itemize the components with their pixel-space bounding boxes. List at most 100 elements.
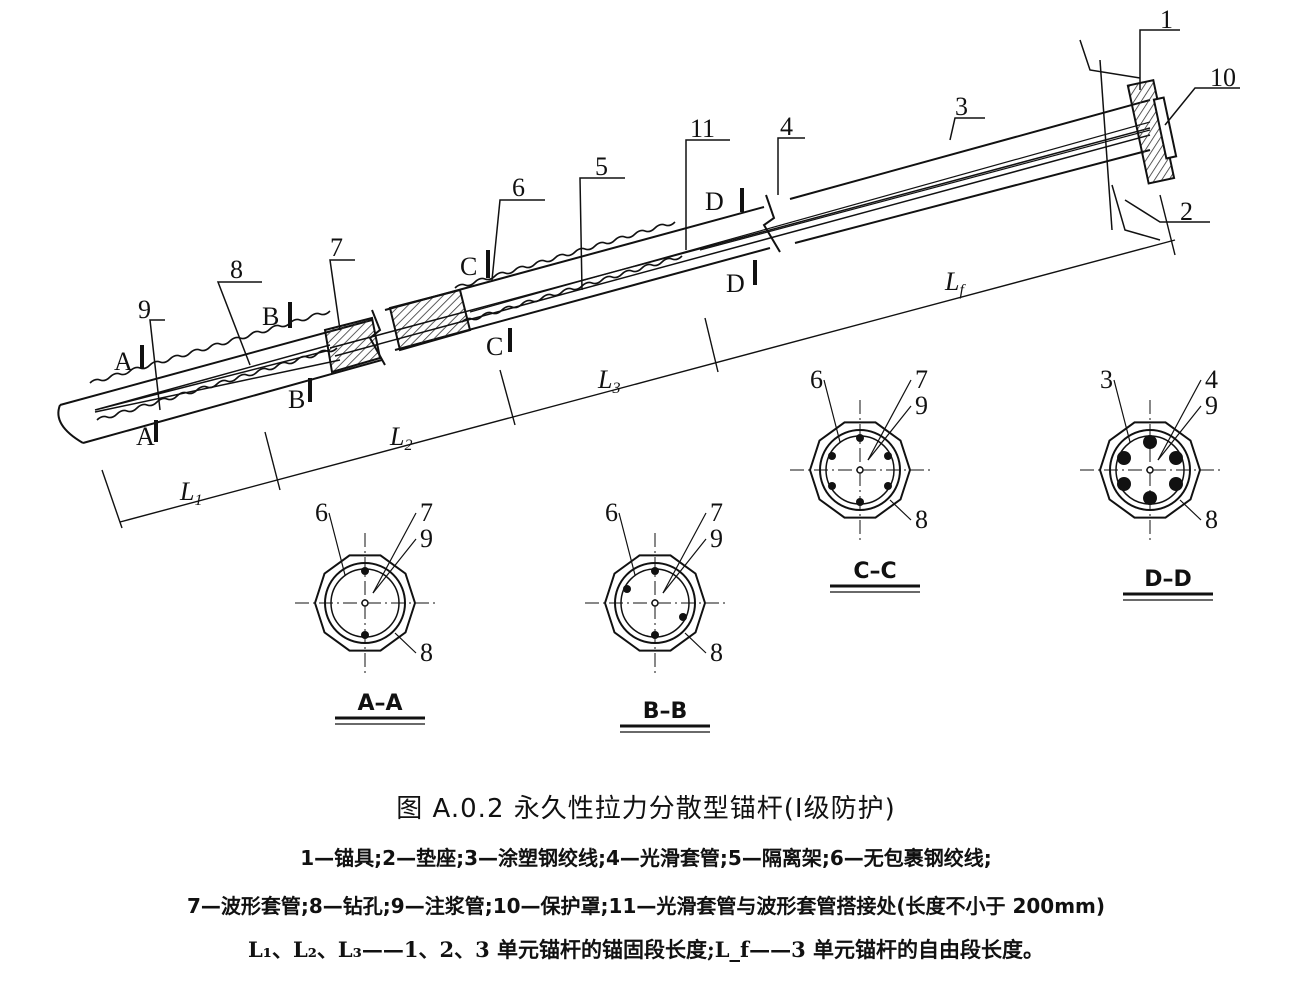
section-label: 9 bbox=[420, 524, 433, 553]
section-label: 6 bbox=[810, 365, 823, 394]
section-leader bbox=[394, 632, 417, 654]
strand-dot bbox=[623, 585, 631, 593]
section-leader bbox=[618, 512, 636, 576]
strand-dot bbox=[1143, 435, 1157, 449]
section-label: 7 bbox=[915, 365, 928, 394]
anchor-drawing: 1 10 2 3 4 5 6 11 7 8 9 A A B B C C D D … bbox=[57, 5, 1240, 733]
callout-1: 1 bbox=[1160, 5, 1173, 34]
strand-dot bbox=[361, 631, 369, 639]
section-title: A–A bbox=[357, 691, 402, 716]
grout-block-2 bbox=[388, 288, 472, 352]
dim-lf: Lf bbox=[944, 267, 966, 299]
section-leader bbox=[328, 512, 346, 576]
callout-5: 5 bbox=[595, 152, 608, 181]
strand-dot bbox=[1117, 477, 1131, 491]
strands bbox=[94, 121, 1151, 413]
section-leader bbox=[823, 379, 841, 443]
section-mark-d-bottom: D bbox=[726, 269, 745, 298]
strand-dot bbox=[1117, 451, 1131, 465]
section-2: 6 79 8B–B bbox=[585, 498, 725, 733]
section-mark-b-bottom: B bbox=[288, 385, 305, 414]
section-label: 9 bbox=[915, 391, 928, 420]
section-title: C–C bbox=[853, 559, 896, 584]
strand-dot bbox=[1169, 451, 1183, 465]
section-label: 3 bbox=[1100, 365, 1113, 394]
section-mark-a-bottom: A bbox=[136, 422, 155, 451]
section-label: 6 bbox=[315, 498, 328, 527]
section-mark-d-top: D bbox=[705, 187, 724, 216]
callout-8: 8 bbox=[230, 255, 243, 284]
callout-6: 6 bbox=[512, 173, 525, 202]
dim-l1: L1 bbox=[179, 477, 202, 509]
section-leader bbox=[372, 538, 417, 594]
anchor-head bbox=[1079, 39, 1178, 241]
section-cuts bbox=[140, 188, 757, 442]
section-label: 6 bbox=[605, 498, 618, 527]
section-label: 8 bbox=[710, 638, 723, 667]
break-mark-2 bbox=[762, 194, 781, 253]
section-label: 9 bbox=[710, 524, 723, 553]
section-label: 7 bbox=[710, 498, 723, 527]
callout-11: 11 bbox=[690, 114, 715, 143]
section-1: 6 79 8A–A bbox=[295, 498, 435, 725]
section-leader bbox=[1157, 405, 1202, 461]
callout-3: 3 bbox=[955, 92, 968, 121]
strand-dot bbox=[651, 567, 659, 575]
dim-l3: L3 bbox=[597, 365, 620, 397]
section-mark-c-top: C bbox=[460, 252, 477, 281]
section-label: 8 bbox=[420, 638, 433, 667]
dimension-lines bbox=[101, 194, 1176, 529]
strand-dot bbox=[679, 613, 687, 621]
dim-l2: L2 bbox=[389, 422, 412, 454]
section-mark-a-top: A bbox=[114, 347, 133, 376]
callout-7: 7 bbox=[330, 233, 343, 262]
strand-dot bbox=[361, 567, 369, 575]
strand-dot bbox=[856, 498, 864, 506]
section-leader bbox=[1157, 379, 1202, 461]
legend-line-2: 7—波形套管;8—钻孔;9—注浆管;10—保护罩;11—光滑套管与波形套管搭接处… bbox=[186, 894, 1106, 918]
section-leader bbox=[372, 512, 417, 594]
callout-4: 4 bbox=[780, 112, 793, 141]
strand-dot bbox=[651, 631, 659, 639]
grout-tube bbox=[856, 466, 864, 474]
section-leader bbox=[684, 632, 707, 654]
figure-caption-title: 图 A.0.2 永久性拉力分散型锚杆(Ⅰ级防护) bbox=[396, 794, 896, 824]
break-mark-1 bbox=[368, 309, 386, 366]
section-mark-b-top: B bbox=[262, 302, 279, 331]
strand-dot bbox=[1143, 491, 1157, 505]
strand-dot bbox=[884, 452, 892, 460]
anchor-elevation bbox=[57, 39, 1178, 444]
section-leader bbox=[1179, 499, 1202, 521]
strand-dot bbox=[884, 482, 892, 490]
strand-dot bbox=[828, 452, 836, 460]
section-mark-c-bottom: C bbox=[486, 332, 503, 361]
grout-tube bbox=[1146, 466, 1154, 474]
section-3: 6 79 8C–C bbox=[790, 365, 930, 593]
callout-2: 2 bbox=[1180, 197, 1193, 226]
callout-9: 9 bbox=[138, 295, 151, 324]
leader-lines bbox=[149, 29, 1240, 411]
section-leader bbox=[662, 512, 707, 594]
section-label: 9 bbox=[1205, 391, 1218, 420]
callout-10: 10 bbox=[1210, 63, 1236, 92]
strand-dot bbox=[856, 434, 864, 442]
section-leader bbox=[867, 379, 912, 461]
section-label: 7 bbox=[420, 498, 433, 527]
strand-dot bbox=[828, 482, 836, 490]
legend-line-1: 1—锚具;2—垫座;3—涂塑钢绞线;4—光滑套管;5—隔离架;6—无包裹钢绞线; bbox=[300, 846, 992, 870]
section-leader bbox=[889, 499, 912, 521]
legend-line-3: L₁、L₂、L₃——1、2、3 单元锚杆的锚固段长度;L_f——3 单元锚杆的自… bbox=[247, 937, 1044, 962]
section-leader bbox=[867, 405, 912, 461]
section-title: B–B bbox=[643, 699, 688, 724]
section-leader bbox=[662, 538, 707, 594]
section-leader bbox=[1113, 379, 1131, 443]
grout-block-7 bbox=[323, 316, 382, 374]
section-label: 8 bbox=[915, 505, 928, 534]
section-label: 8 bbox=[1205, 505, 1218, 534]
section-label: 4 bbox=[1205, 365, 1218, 394]
grout-tube bbox=[651, 599, 659, 607]
grout-tube bbox=[361, 599, 369, 607]
strand-dot bbox=[1169, 477, 1183, 491]
